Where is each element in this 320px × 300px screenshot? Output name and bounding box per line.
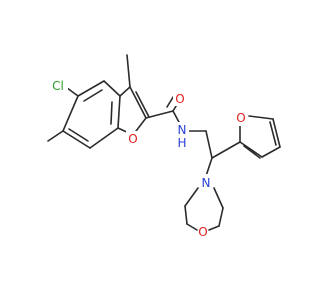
morpholine-oxygen-label: O xyxy=(198,225,207,239)
carbonyl-oxygen-label: O xyxy=(175,92,184,106)
bond xyxy=(211,141,241,159)
amide-hydrogen-label: H xyxy=(177,136,186,150)
bond xyxy=(62,95,79,132)
atom-furan-oxygen: O xyxy=(234,110,248,126)
bond xyxy=(172,110,181,125)
bond xyxy=(129,86,147,119)
bond xyxy=(83,89,103,102)
bond xyxy=(145,110,174,119)
bond xyxy=(269,121,277,146)
bond xyxy=(218,207,224,227)
bond xyxy=(184,205,188,225)
atom-carbonyl-oxygen: O xyxy=(173,90,187,106)
bond xyxy=(205,157,213,177)
structure-canvas: Cl O O N H O N O xyxy=(47,54,281,240)
bond-layer xyxy=(47,54,281,227)
chlorine-label: Cl xyxy=(52,79,64,93)
bond xyxy=(77,80,105,97)
molecule-structure: Cl O O N H O N O xyxy=(47,54,281,240)
bond xyxy=(213,187,224,209)
atom-morpholine-oxygen: O xyxy=(196,224,210,240)
atom-benzofuran-oxygen: O xyxy=(126,131,140,147)
morpholine-nitrogen-label: N xyxy=(202,176,211,190)
bond xyxy=(243,145,261,159)
bond xyxy=(239,141,263,158)
bond xyxy=(47,130,64,142)
bond xyxy=(205,130,213,159)
bond xyxy=(272,118,281,148)
atom-chlorine: Cl xyxy=(48,77,68,93)
bond xyxy=(126,54,131,88)
bond xyxy=(248,115,274,120)
bond xyxy=(103,80,121,97)
benzofuran-oxygen-label: O xyxy=(128,132,137,146)
bond xyxy=(135,91,150,118)
bond xyxy=(110,101,113,125)
bond xyxy=(186,223,198,231)
atom-amide-nitrogen: N H xyxy=(175,122,189,152)
bond xyxy=(184,187,199,207)
bond xyxy=(68,128,89,142)
bond xyxy=(89,127,119,149)
bond xyxy=(208,225,220,231)
bond xyxy=(117,95,121,129)
furan-oxygen-label: O xyxy=(236,111,245,125)
atom-label-layer: Cl O O N H O N O xyxy=(48,77,248,240)
bond xyxy=(119,86,131,97)
amide-nitrogen-label: N xyxy=(178,123,187,137)
bond xyxy=(62,130,91,149)
atom-morpholine-nitrogen: N xyxy=(199,174,213,190)
bond xyxy=(261,146,281,158)
